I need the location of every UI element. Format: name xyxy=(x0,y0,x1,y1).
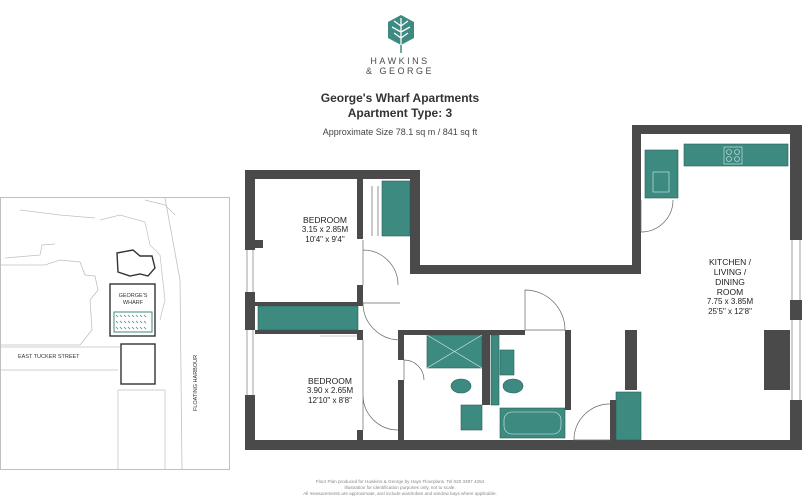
tree-leaf-icon xyxy=(388,15,414,53)
room-label-bedroom-1: BEDROOM 3.15 x 2.85M 10'4" x 9'4" xyxy=(280,215,370,245)
room-label-bedroom-2: BEDROOM 3.90 x 2.65M 12'10" x 8'8" xyxy=(285,376,375,406)
street-label: EAST TUCKER STREET xyxy=(18,354,80,360)
page-title: George's Wharf Apartments xyxy=(320,91,480,105)
room-name: BEDROOM xyxy=(308,376,352,386)
building-label-line2: WHARF xyxy=(122,300,144,306)
brand-name-line2: & GEORGE xyxy=(365,66,434,76)
footer-line2: Illustration for identification purposes… xyxy=(344,485,456,490)
room-name: BEDROOM xyxy=(303,215,347,225)
room-name-line4: ROOM xyxy=(716,287,744,297)
footer-line1: Floor Plan produced for Hawkins & George… xyxy=(315,479,485,484)
walls xyxy=(245,125,802,450)
room-name-line3: DINING xyxy=(715,277,745,287)
approximate-size: Approximate Size 78.1 sq m / 841 sq ft xyxy=(322,127,478,137)
room-name-line1: KITCHEN / xyxy=(708,257,752,267)
room-metric: 3.90 x 2.65M xyxy=(306,386,354,395)
footer-line3: All measurements are approximate, and in… xyxy=(303,491,497,496)
footer-disclaimer: Floor Plan produced for Hawkins & George… xyxy=(250,479,550,497)
building-label-line1: GEORGE'S xyxy=(118,293,148,299)
room-label-kitchen-living: KITCHEN / LIVING / DINING ROOM 7.75 x 3.… xyxy=(680,257,780,317)
room-name-line2: LIVING / xyxy=(713,267,747,277)
site-plan xyxy=(0,197,230,471)
windows xyxy=(246,240,801,400)
harbour-label: FLOATING HARBOUR xyxy=(193,354,200,412)
brand-name-line1: HAWKINS xyxy=(370,56,430,66)
room-imperial: 12'10" x 8'8" xyxy=(308,396,352,405)
site-building-label: GEORGE'S WHARF xyxy=(114,293,152,307)
doors xyxy=(362,186,674,441)
apartment-type: Apartment Type: 3 xyxy=(347,106,453,120)
room-imperial: 10'4" x 9'4" xyxy=(305,235,345,244)
fixture-details xyxy=(426,146,743,435)
room-imperial: 25'5" x 12'8" xyxy=(708,307,752,316)
room-metric: 7.75 x 3.85M xyxy=(706,297,754,306)
room-metric: 3.15 x 2.85M xyxy=(301,225,349,234)
